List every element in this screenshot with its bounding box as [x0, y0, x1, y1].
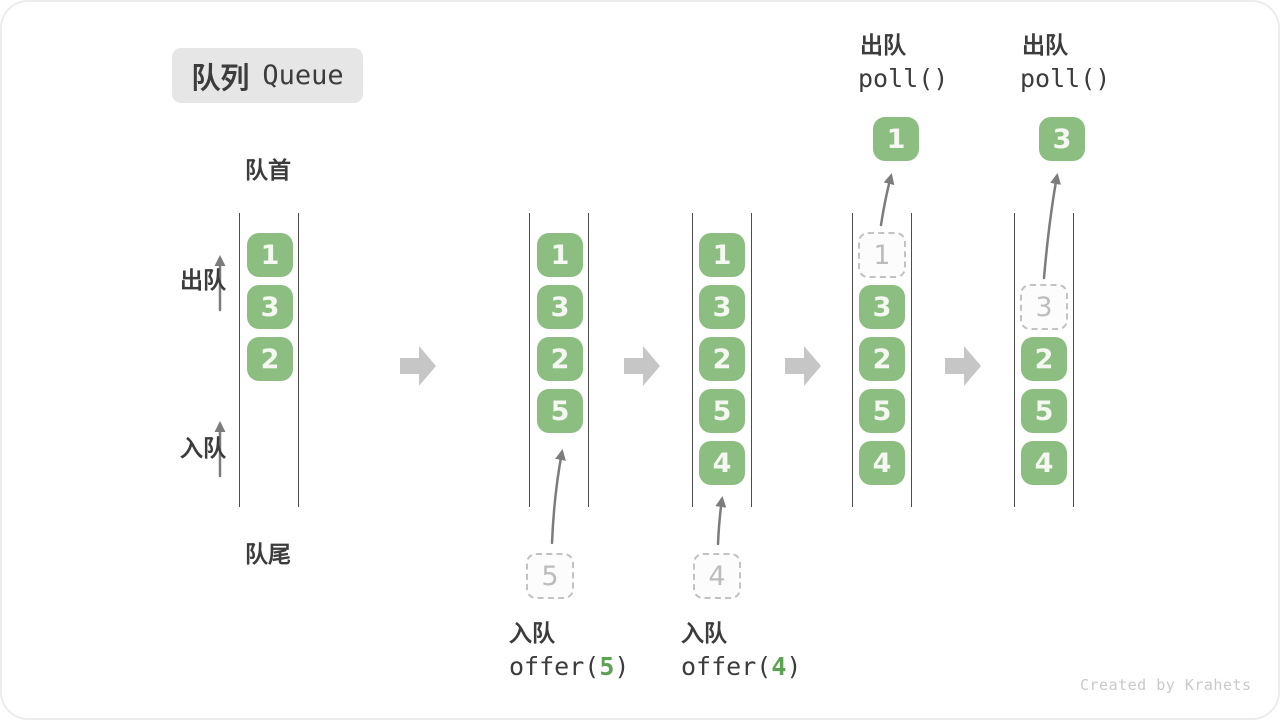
label-enqueue-side: 入队 [180, 435, 226, 461]
op-label-enqueue-1: 入队 [509, 620, 555, 646]
queue-rail-2 [529, 213, 589, 507]
queue-item: 5 [859, 389, 905, 433]
op-label-dequeue-1: 出队 [860, 32, 906, 58]
op-code-poll-2: poll() [1020, 64, 1111, 93]
queue-item: 2 [1021, 337, 1067, 381]
queue-item: 2 [699, 337, 745, 381]
stage-arrow-icon-2 [624, 346, 660, 386]
stage-arrow-icon-3 [785, 346, 821, 386]
removed-item-ghost: 1 [858, 232, 906, 278]
watermark-credit: Created by Krahets [1080, 676, 1252, 694]
op-code-poll-1: poll() [858, 64, 949, 93]
queue-item: 5 [1021, 389, 1067, 433]
pending-item-ghost: 4 [693, 553, 741, 599]
pending-item-ghost: 5 [526, 553, 574, 599]
op-code-arg: 4 [771, 652, 787, 681]
popped-item: 1 [873, 117, 919, 161]
op-label-dequeue-2: 出队 [1022, 32, 1068, 58]
title-badge: 队列 Queue [172, 48, 363, 103]
queue-item: 2 [537, 337, 583, 381]
queue-item: 1 [247, 233, 293, 277]
queue-item: 4 [699, 441, 745, 485]
op-code-offer4: offer(4) [681, 652, 801, 681]
queue-item: 3 [537, 285, 583, 329]
queue-item: 2 [247, 337, 293, 381]
queue-item: 1 [537, 233, 583, 277]
stage-arrow-icon-4 [945, 346, 981, 386]
queue-rail-3 [692, 213, 752, 507]
queue-item: 5 [699, 389, 745, 433]
op-code-arg: 5 [599, 652, 615, 681]
removed-item-ghost: 3 [1020, 284, 1068, 330]
op-code-offer5: offer(5) [509, 652, 629, 681]
queue-rail-5 [1014, 213, 1074, 507]
label-queue-front: 队首 [245, 157, 291, 183]
op-code-close: ) [786, 652, 802, 681]
queue-rail-1 [239, 213, 299, 507]
stage-arrow-icon-1 [400, 346, 436, 386]
op-code-close: ) [614, 652, 630, 681]
queue-item: 2 [859, 337, 905, 381]
label-dequeue-side: 出队 [180, 267, 226, 293]
op-label-enqueue-2: 入队 [681, 620, 727, 646]
op-code-fn: offer( [509, 652, 600, 681]
title-zh: 队列 [191, 62, 250, 95]
queue-item: 3 [699, 285, 745, 329]
queue-item: 4 [1021, 441, 1067, 485]
title-en: Queue [262, 60, 344, 91]
label-queue-rear: 队尾 [245, 541, 291, 567]
queue-item: 5 [537, 389, 583, 433]
queue-rail-4 [852, 213, 912, 507]
queue-item: 4 [859, 441, 905, 485]
op-code-fn: offer( [681, 652, 772, 681]
popped-item: 3 [1039, 117, 1085, 161]
queue-item: 1 [699, 233, 745, 277]
queue-item: 3 [247, 285, 293, 329]
queue-item: 3 [859, 285, 905, 329]
